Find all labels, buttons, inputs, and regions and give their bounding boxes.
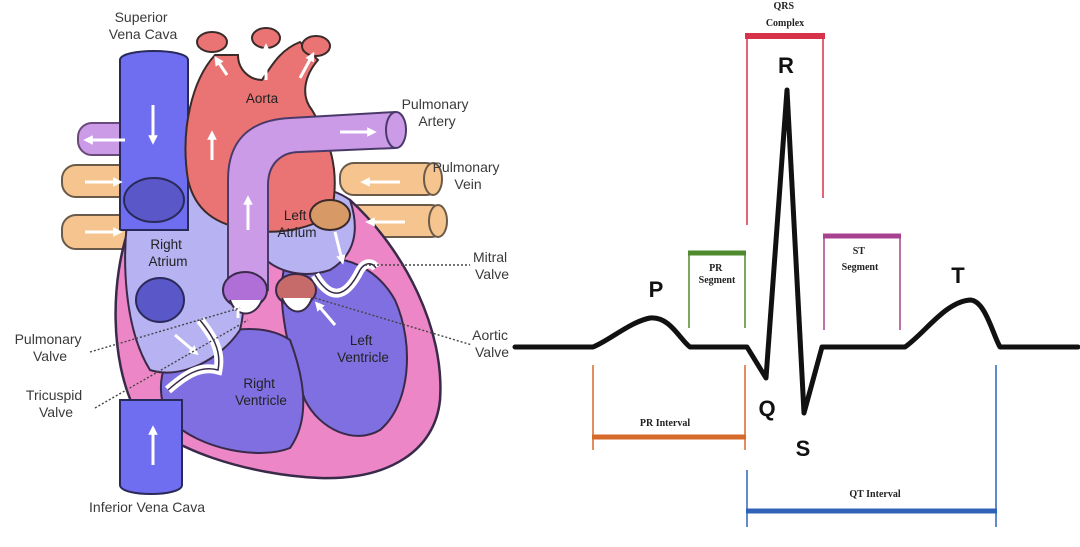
superior-vena-cava-label: Superior Vena Cava <box>109 9 178 42</box>
left-ventricle-label: Left Ventricle <box>337 333 389 365</box>
aortic-valve-label: Aortic Valve <box>472 327 512 360</box>
aorta-label: Aorta <box>246 91 279 106</box>
right-atrium-label: Right Atrium <box>148 237 187 269</box>
st-segment-marker <box>823 233 901 330</box>
pr-segment-label: PR Segment <box>699 263 736 286</box>
inferior-vena-cava <box>119 399 183 495</box>
left-atrium-label: Left Atrium <box>277 208 316 240</box>
st-segment-label: ST Segment <box>842 246 879 273</box>
tricuspid-valve-label: Tricuspid Valve <box>26 387 86 420</box>
pulmonary-vein-label: Pulmonary Vein <box>433 159 504 192</box>
leader-lines <box>89 264 473 409</box>
p-wave-label: P <box>649 277 664 302</box>
t-wave-label: T <box>951 263 965 288</box>
inferior-vena-cava-label: Inferior Vena Cava <box>89 499 205 515</box>
pr-interval-marker <box>592 365 746 450</box>
ecg-trace <box>512 87 1080 416</box>
mitral-valve-label: Mitral Valve <box>473 249 511 282</box>
qrs-complex-label: QRS Complex <box>766 1 804 29</box>
r-wave-label: R <box>778 53 794 78</box>
pulmonary-artery <box>227 110 396 292</box>
s-wave-label: S <box>796 436 811 461</box>
q-wave-label: Q <box>758 396 775 421</box>
flow-arrows <box>83 43 405 465</box>
svc-opening <box>123 177 185 223</box>
qrs-complex-marker <box>745 33 825 225</box>
pulmonary-valve-label: Pulmonary Valve <box>15 331 86 364</box>
la-opening <box>309 199 351 231</box>
heart-illustration: Aorta Right Atrium Left Atrium Left Vent… <box>15 9 512 515</box>
pr-segment-marker <box>688 250 746 328</box>
pr-interval-label: PR Interval <box>640 418 690 429</box>
qt-interval-marker <box>746 365 997 527</box>
qt-interval-label: QT Interval <box>849 489 900 500</box>
ivc-opening <box>135 277 185 323</box>
pulmonary-artery-label: Pulmonary Artery <box>402 96 473 129</box>
ecg-waveform: QRS Complex PR Segment ST Segment PR Int… <box>512 1 1080 527</box>
valves <box>165 259 380 394</box>
right-ventricle-label: Right Ventricle <box>235 376 287 408</box>
